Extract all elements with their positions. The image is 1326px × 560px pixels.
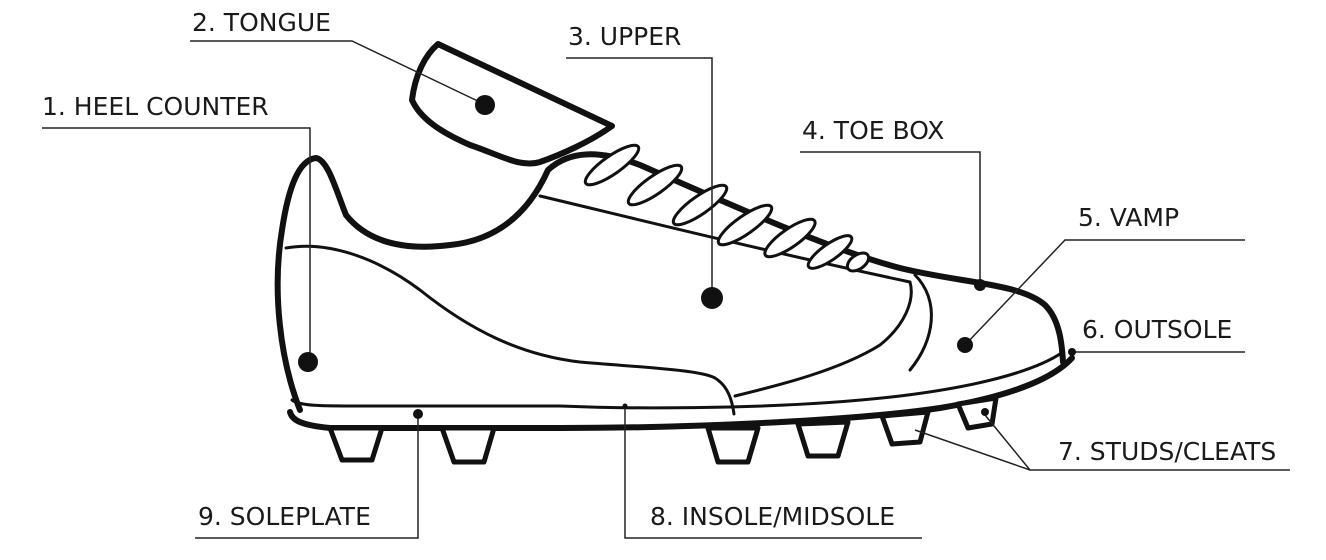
label-outsole: 6. OUTSOLE — [1082, 315, 1232, 344]
label-toe-box: 4. TOE BOX — [802, 116, 944, 145]
lace-2 — [626, 163, 684, 207]
lace-6 — [806, 234, 854, 270]
leader-studs-2 — [914, 429, 1031, 471]
leader-heel-counter — [42, 127, 311, 362]
lace-3 — [671, 183, 729, 227]
side-panel-stripe — [538, 194, 913, 398]
dot-outsole — [1068, 348, 1076, 356]
stud-4 — [795, 419, 851, 459]
midsole-line — [290, 350, 1065, 410]
heel-counter-curve — [284, 244, 736, 416]
dot-toe-box — [974, 279, 986, 291]
dot-vamp — [957, 337, 973, 353]
label-upper: 3. UPPER — [568, 22, 681, 51]
dot-soleplate — [413, 409, 423, 419]
boot-illustration — [274, 41, 1075, 465]
dot-insole — [622, 403, 628, 409]
lace-5 — [763, 217, 817, 259]
dot-tongue — [475, 95, 495, 115]
label-soleplate: 9. SOLEPLATE — [198, 502, 371, 531]
lace-1 — [583, 143, 641, 187]
label-vamp: 5. VAMP — [1078, 203, 1179, 232]
leader-upper — [566, 57, 713, 298]
laces — [583, 143, 871, 273]
leader-vamp — [964, 239, 1245, 346]
labels: 1. HEEL COUNTER 2. TONGUE 3. UPPER 4. TO… — [42, 8, 1276, 531]
dot-heel-counter — [298, 352, 318, 372]
upper-outline — [274, 151, 1066, 413]
leader-toe-box — [800, 151, 981, 285]
leader-tongue — [190, 40, 485, 105]
label-insole-midsole: 8. INSOLE/MIDSOLE — [650, 502, 895, 531]
stud-3 — [705, 425, 761, 465]
label-heel-counter: 1. HEEL COUNTER — [42, 92, 269, 121]
dot-studs — [981, 408, 989, 416]
leader-insole — [624, 408, 922, 539]
stud-6 — [955, 395, 999, 431]
label-studs-cleats: 7. STUDS/CLEATS — [1058, 437, 1276, 466]
lace-4 — [716, 203, 774, 247]
dot-upper — [701, 287, 723, 309]
sole-outline — [287, 355, 1075, 431]
leader-soleplate — [195, 414, 419, 539]
stud-5 — [879, 409, 931, 447]
marker-dots — [298, 95, 1076, 419]
stud-1 — [327, 425, 385, 463]
leader-lines — [42, 40, 1290, 539]
stud-2 — [439, 425, 497, 465]
studs — [327, 395, 999, 465]
tongue-shape — [409, 41, 615, 167]
lace-7 — [845, 251, 871, 273]
toe-cap-line — [908, 273, 933, 372]
label-tongue: 2. TONGUE — [192, 8, 331, 37]
